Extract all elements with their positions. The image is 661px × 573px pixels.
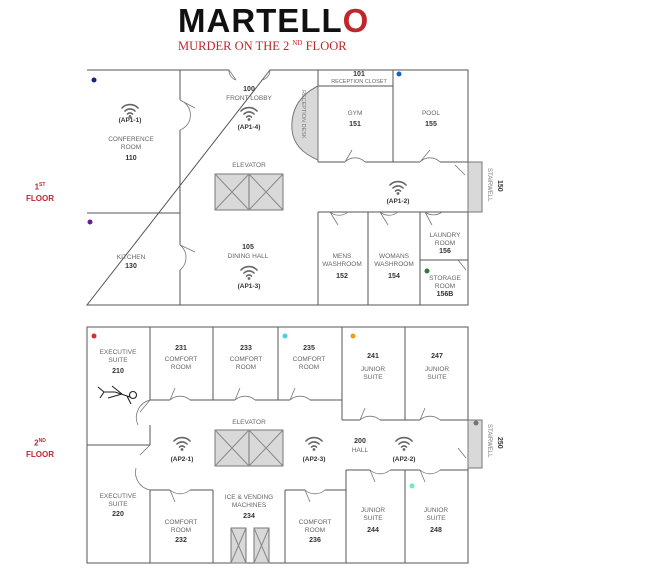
wifi-icon xyxy=(305,436,323,451)
room-number: 234 xyxy=(243,513,255,520)
subtitle: MURDER ON THE 2 ND FLOOR xyxy=(178,39,347,54)
stairwell-number: 250 xyxy=(496,437,503,449)
marker-dot-green xyxy=(424,268,430,274)
room-number: 156 xyxy=(439,248,451,255)
reception-desk-label: RECEPTION DESK xyxy=(300,90,306,139)
room-number: 248 xyxy=(430,527,442,534)
room-label: DINING HALL xyxy=(227,253,269,260)
stairwell-label: STAIRWELL xyxy=(486,168,492,202)
ap-label: (AP2-2) xyxy=(392,456,416,463)
room-number: 100 xyxy=(243,86,255,93)
stairwell-number: 150 xyxy=(496,180,503,192)
elevator-label: ELEVATOR xyxy=(232,162,266,169)
marker-dot-lime xyxy=(409,483,415,489)
ap-label: (AP1-3) xyxy=(237,283,261,290)
marker-dot-orange xyxy=(350,333,356,339)
marker-dot-purple xyxy=(87,219,93,225)
room-number: 231 xyxy=(175,345,187,352)
floor2-walls xyxy=(86,326,483,564)
room-label: RECEPTION CLOSET xyxy=(331,79,387,85)
wifi-icon xyxy=(389,180,407,195)
wifi-icon xyxy=(395,436,413,451)
room-number: 130 xyxy=(125,263,137,270)
room-number: 210 xyxy=(112,368,124,375)
marker-dot-red xyxy=(91,333,97,339)
ap-label: (AP2-1) xyxy=(170,456,194,463)
stairwell-label: STAIRWELL xyxy=(486,424,492,458)
stairwell-250 xyxy=(467,419,483,469)
room-number: 154 xyxy=(388,273,400,280)
room-label: FRONT LOBBY xyxy=(226,95,272,102)
ap-label: (AP1-1) xyxy=(118,117,142,124)
floor2-doors xyxy=(135,387,467,503)
room-number: 235 xyxy=(303,345,315,352)
wifi-icon xyxy=(121,103,139,118)
room-number: 101 xyxy=(353,71,365,78)
wifi-icon xyxy=(240,106,258,121)
marker-dot-blue xyxy=(396,71,402,77)
room-label: HALL xyxy=(351,447,369,454)
floor1-walls xyxy=(85,69,483,306)
vending-machines xyxy=(230,527,270,564)
ap-label: (AP2-3) xyxy=(302,456,326,463)
elevator-1 xyxy=(214,173,284,211)
elevator-2 xyxy=(214,429,284,467)
room-number: 156B xyxy=(436,291,454,298)
room-number: 152 xyxy=(336,273,348,280)
stairwell-150 xyxy=(467,161,483,213)
room-label: POOL xyxy=(421,110,441,117)
room-number: 236 xyxy=(309,537,321,544)
floor1-doors xyxy=(179,69,467,271)
marker-dot-navy xyxy=(91,77,97,83)
room-number: 244 xyxy=(367,527,379,534)
elevator-label: ELEVATOR xyxy=(232,419,266,426)
marker-dot-cyan xyxy=(282,333,288,339)
ap-label: (AP1-2) xyxy=(386,198,410,205)
body-outline-icon xyxy=(97,385,138,405)
room-number: 155 xyxy=(425,121,437,128)
room-number: 220 xyxy=(112,511,124,518)
room-label: GYM xyxy=(347,110,363,117)
room-number: 232 xyxy=(175,537,187,544)
wifi-icon xyxy=(173,436,191,451)
marker-dot-gray xyxy=(473,420,479,426)
room-number: 200 xyxy=(354,438,366,445)
room-number: 241 xyxy=(367,353,379,360)
room-number: 247 xyxy=(431,353,443,360)
room-number: 233 xyxy=(240,345,252,352)
wifi-icon xyxy=(240,265,258,280)
room-number: 110 xyxy=(125,155,137,162)
room-number: 105 xyxy=(242,244,254,251)
room-label: KITCHEN xyxy=(116,254,146,261)
logo-title: MARTELLO xyxy=(178,2,370,39)
reception-desk xyxy=(291,85,319,161)
room-number: 151 xyxy=(349,121,361,128)
ap-label: (AP1-4) xyxy=(237,124,261,131)
